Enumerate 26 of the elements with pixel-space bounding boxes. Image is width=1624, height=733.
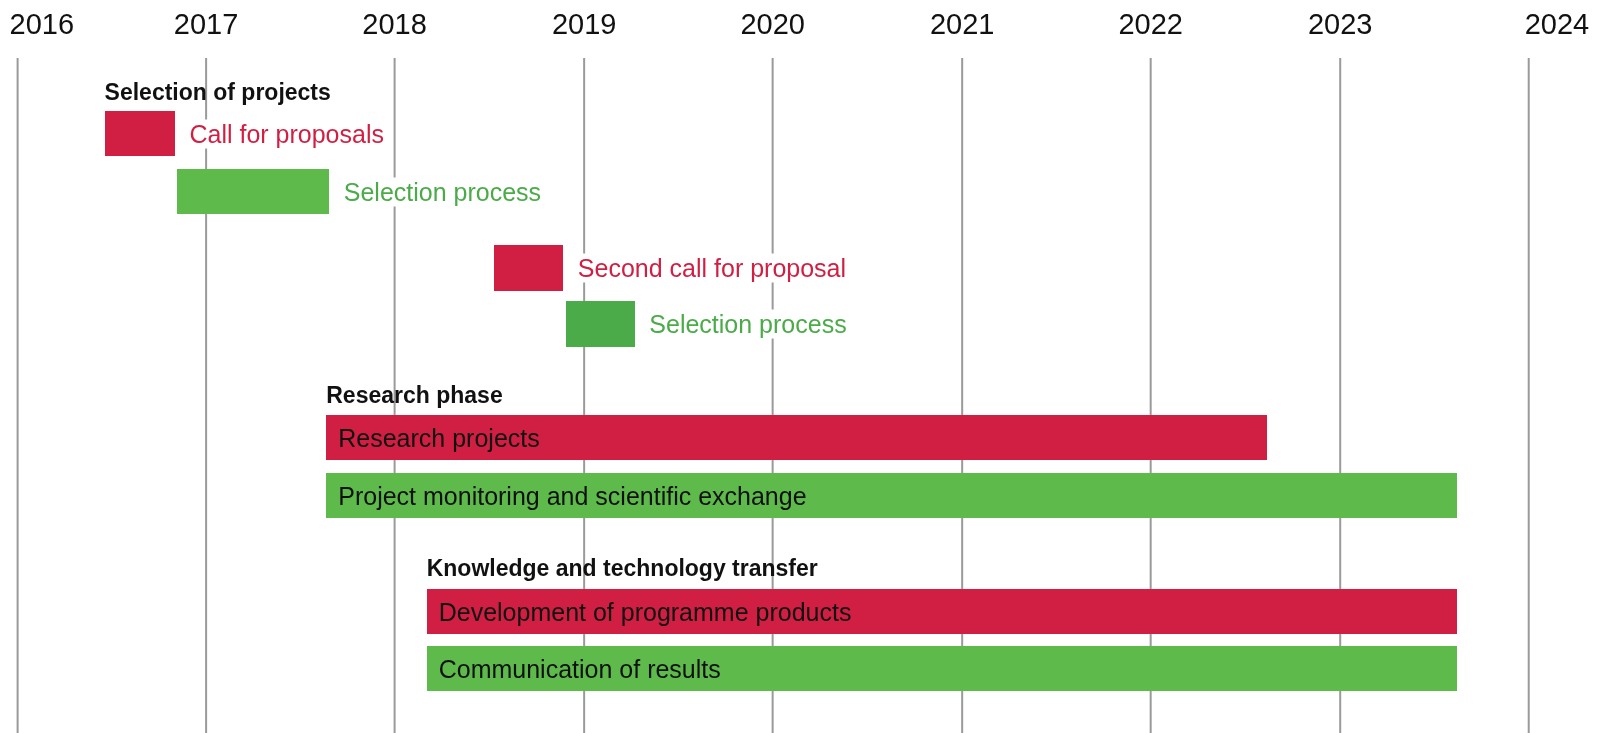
year-label: 2021 [929,8,995,42]
bar-label: Development of programme products [438,597,852,627]
timeline-bar [494,245,564,291]
year-label: 2023 [1307,8,1373,42]
timeline-bar [104,110,175,157]
bar-label: Call for proposals [187,119,386,149]
year-label: 2020 [740,8,805,42]
section-heading: Selection of projects [104,78,331,106]
year-label: 2018 [362,8,427,42]
year-label: 2022 [1118,8,1183,42]
year-label: 2017 [173,8,239,42]
year-label: 2024 [1524,8,1590,42]
bar-label: Selection process [647,309,849,339]
timeline-bar [426,589,1458,634]
section-heading: Knowledge and technology transfer [426,555,818,583]
bar-label: Research projects [338,423,540,453]
bar-label: Communication of results [438,654,721,684]
year-label: 2016 [9,8,75,42]
timeline-bar [426,646,1458,691]
timeline-bar [565,301,635,347]
section-heading: Research phase [326,382,503,410]
bar-label: Project monitoring and scientific exchange [338,481,807,511]
year-label: 2019 [551,8,617,42]
timeline-bar [326,415,1267,460]
timeline-bar [177,168,330,215]
timeline-bar [326,473,1458,518]
